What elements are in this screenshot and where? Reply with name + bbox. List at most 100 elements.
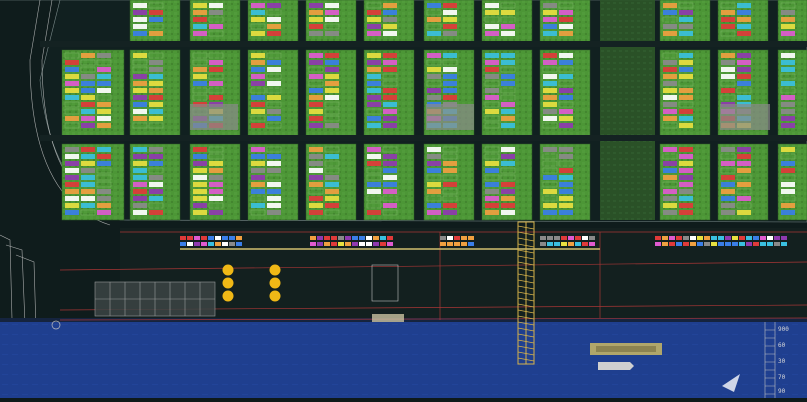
empty-slot bbox=[558, 160, 574, 167]
container bbox=[267, 168, 281, 173]
empty-slot bbox=[324, 115, 340, 122]
container bbox=[97, 81, 111, 86]
container bbox=[65, 154, 79, 159]
empty-slot bbox=[80, 209, 96, 216]
container bbox=[133, 24, 147, 29]
container bbox=[501, 203, 515, 208]
container bbox=[679, 53, 693, 58]
north-arrow-icon bbox=[722, 374, 740, 392]
quay-container bbox=[690, 242, 696, 246]
empty-slot bbox=[192, 52, 208, 59]
quay-container bbox=[711, 242, 717, 246]
empty-slot bbox=[64, 122, 80, 129]
container bbox=[679, 161, 693, 166]
empty-slot bbox=[208, 146, 224, 153]
yard-block bbox=[189, 143, 241, 221]
empty-slot bbox=[266, 174, 282, 181]
quay-container bbox=[781, 236, 787, 240]
container bbox=[427, 95, 441, 100]
yard-block bbox=[481, 0, 533, 43]
container bbox=[209, 60, 223, 65]
container bbox=[309, 123, 323, 128]
quay-container bbox=[739, 242, 745, 246]
container bbox=[543, 24, 557, 29]
container bbox=[309, 161, 323, 166]
container bbox=[209, 81, 223, 86]
gantry-rung bbox=[517, 327, 535, 332]
container bbox=[193, 203, 207, 208]
container bbox=[325, 123, 339, 128]
container bbox=[309, 17, 323, 22]
quay-container bbox=[725, 236, 731, 240]
quay-container bbox=[767, 242, 773, 246]
quay-container bbox=[208, 236, 214, 240]
empty-slot bbox=[780, 87, 796, 94]
container bbox=[383, 182, 397, 187]
container-yard-blocks bbox=[61, 0, 807, 221]
container bbox=[485, 67, 499, 72]
container bbox=[267, 210, 281, 215]
quay-container bbox=[338, 242, 344, 246]
container bbox=[679, 210, 693, 215]
container bbox=[267, 81, 281, 86]
container bbox=[501, 147, 515, 152]
empty-slot bbox=[426, 174, 442, 181]
container bbox=[485, 10, 499, 15]
empty-slot bbox=[266, 73, 282, 80]
quay-container bbox=[547, 242, 553, 246]
container bbox=[325, 95, 339, 100]
container bbox=[663, 60, 677, 65]
container bbox=[325, 175, 339, 180]
empty-slot bbox=[442, 153, 458, 160]
container bbox=[81, 88, 95, 93]
container bbox=[737, 196, 751, 201]
empty-slot bbox=[192, 87, 208, 94]
container bbox=[737, 31, 751, 36]
container bbox=[251, 10, 265, 15]
container bbox=[721, 196, 735, 201]
container bbox=[543, 3, 557, 8]
container bbox=[679, 67, 693, 72]
container bbox=[267, 109, 281, 114]
container bbox=[149, 147, 163, 152]
container bbox=[543, 81, 557, 86]
container bbox=[367, 31, 381, 36]
harbour-water bbox=[0, 322, 807, 398]
container bbox=[149, 189, 163, 194]
container bbox=[679, 24, 693, 29]
quay-container bbox=[739, 236, 745, 240]
container bbox=[737, 161, 751, 166]
quay-container bbox=[547, 236, 553, 240]
empty-slot bbox=[442, 195, 458, 202]
container bbox=[679, 116, 693, 121]
quay-container bbox=[704, 242, 710, 246]
container bbox=[737, 147, 751, 152]
container bbox=[251, 123, 265, 128]
container bbox=[193, 168, 207, 173]
container bbox=[149, 109, 163, 114]
container bbox=[443, 161, 457, 166]
empty-slot bbox=[500, 2, 516, 9]
empty-slot bbox=[720, 30, 736, 37]
empty-slot bbox=[542, 160, 558, 167]
container bbox=[721, 60, 735, 65]
quay-container bbox=[767, 236, 773, 240]
empty-slot bbox=[736, 87, 752, 94]
container bbox=[543, 189, 557, 194]
quay-container bbox=[655, 236, 661, 240]
scale-frame bbox=[764, 322, 776, 398]
container bbox=[251, 189, 265, 194]
container bbox=[367, 147, 381, 152]
empty-slot bbox=[366, 202, 382, 209]
quay-container bbox=[454, 236, 460, 240]
yard-block bbox=[539, 0, 591, 43]
empty-slot bbox=[426, 80, 442, 87]
container bbox=[65, 189, 79, 194]
container bbox=[679, 182, 693, 187]
empty-slot bbox=[678, 101, 694, 108]
tank bbox=[269, 290, 281, 302]
quay-container bbox=[338, 236, 344, 240]
container bbox=[781, 203, 795, 208]
empty-slot bbox=[208, 16, 224, 23]
